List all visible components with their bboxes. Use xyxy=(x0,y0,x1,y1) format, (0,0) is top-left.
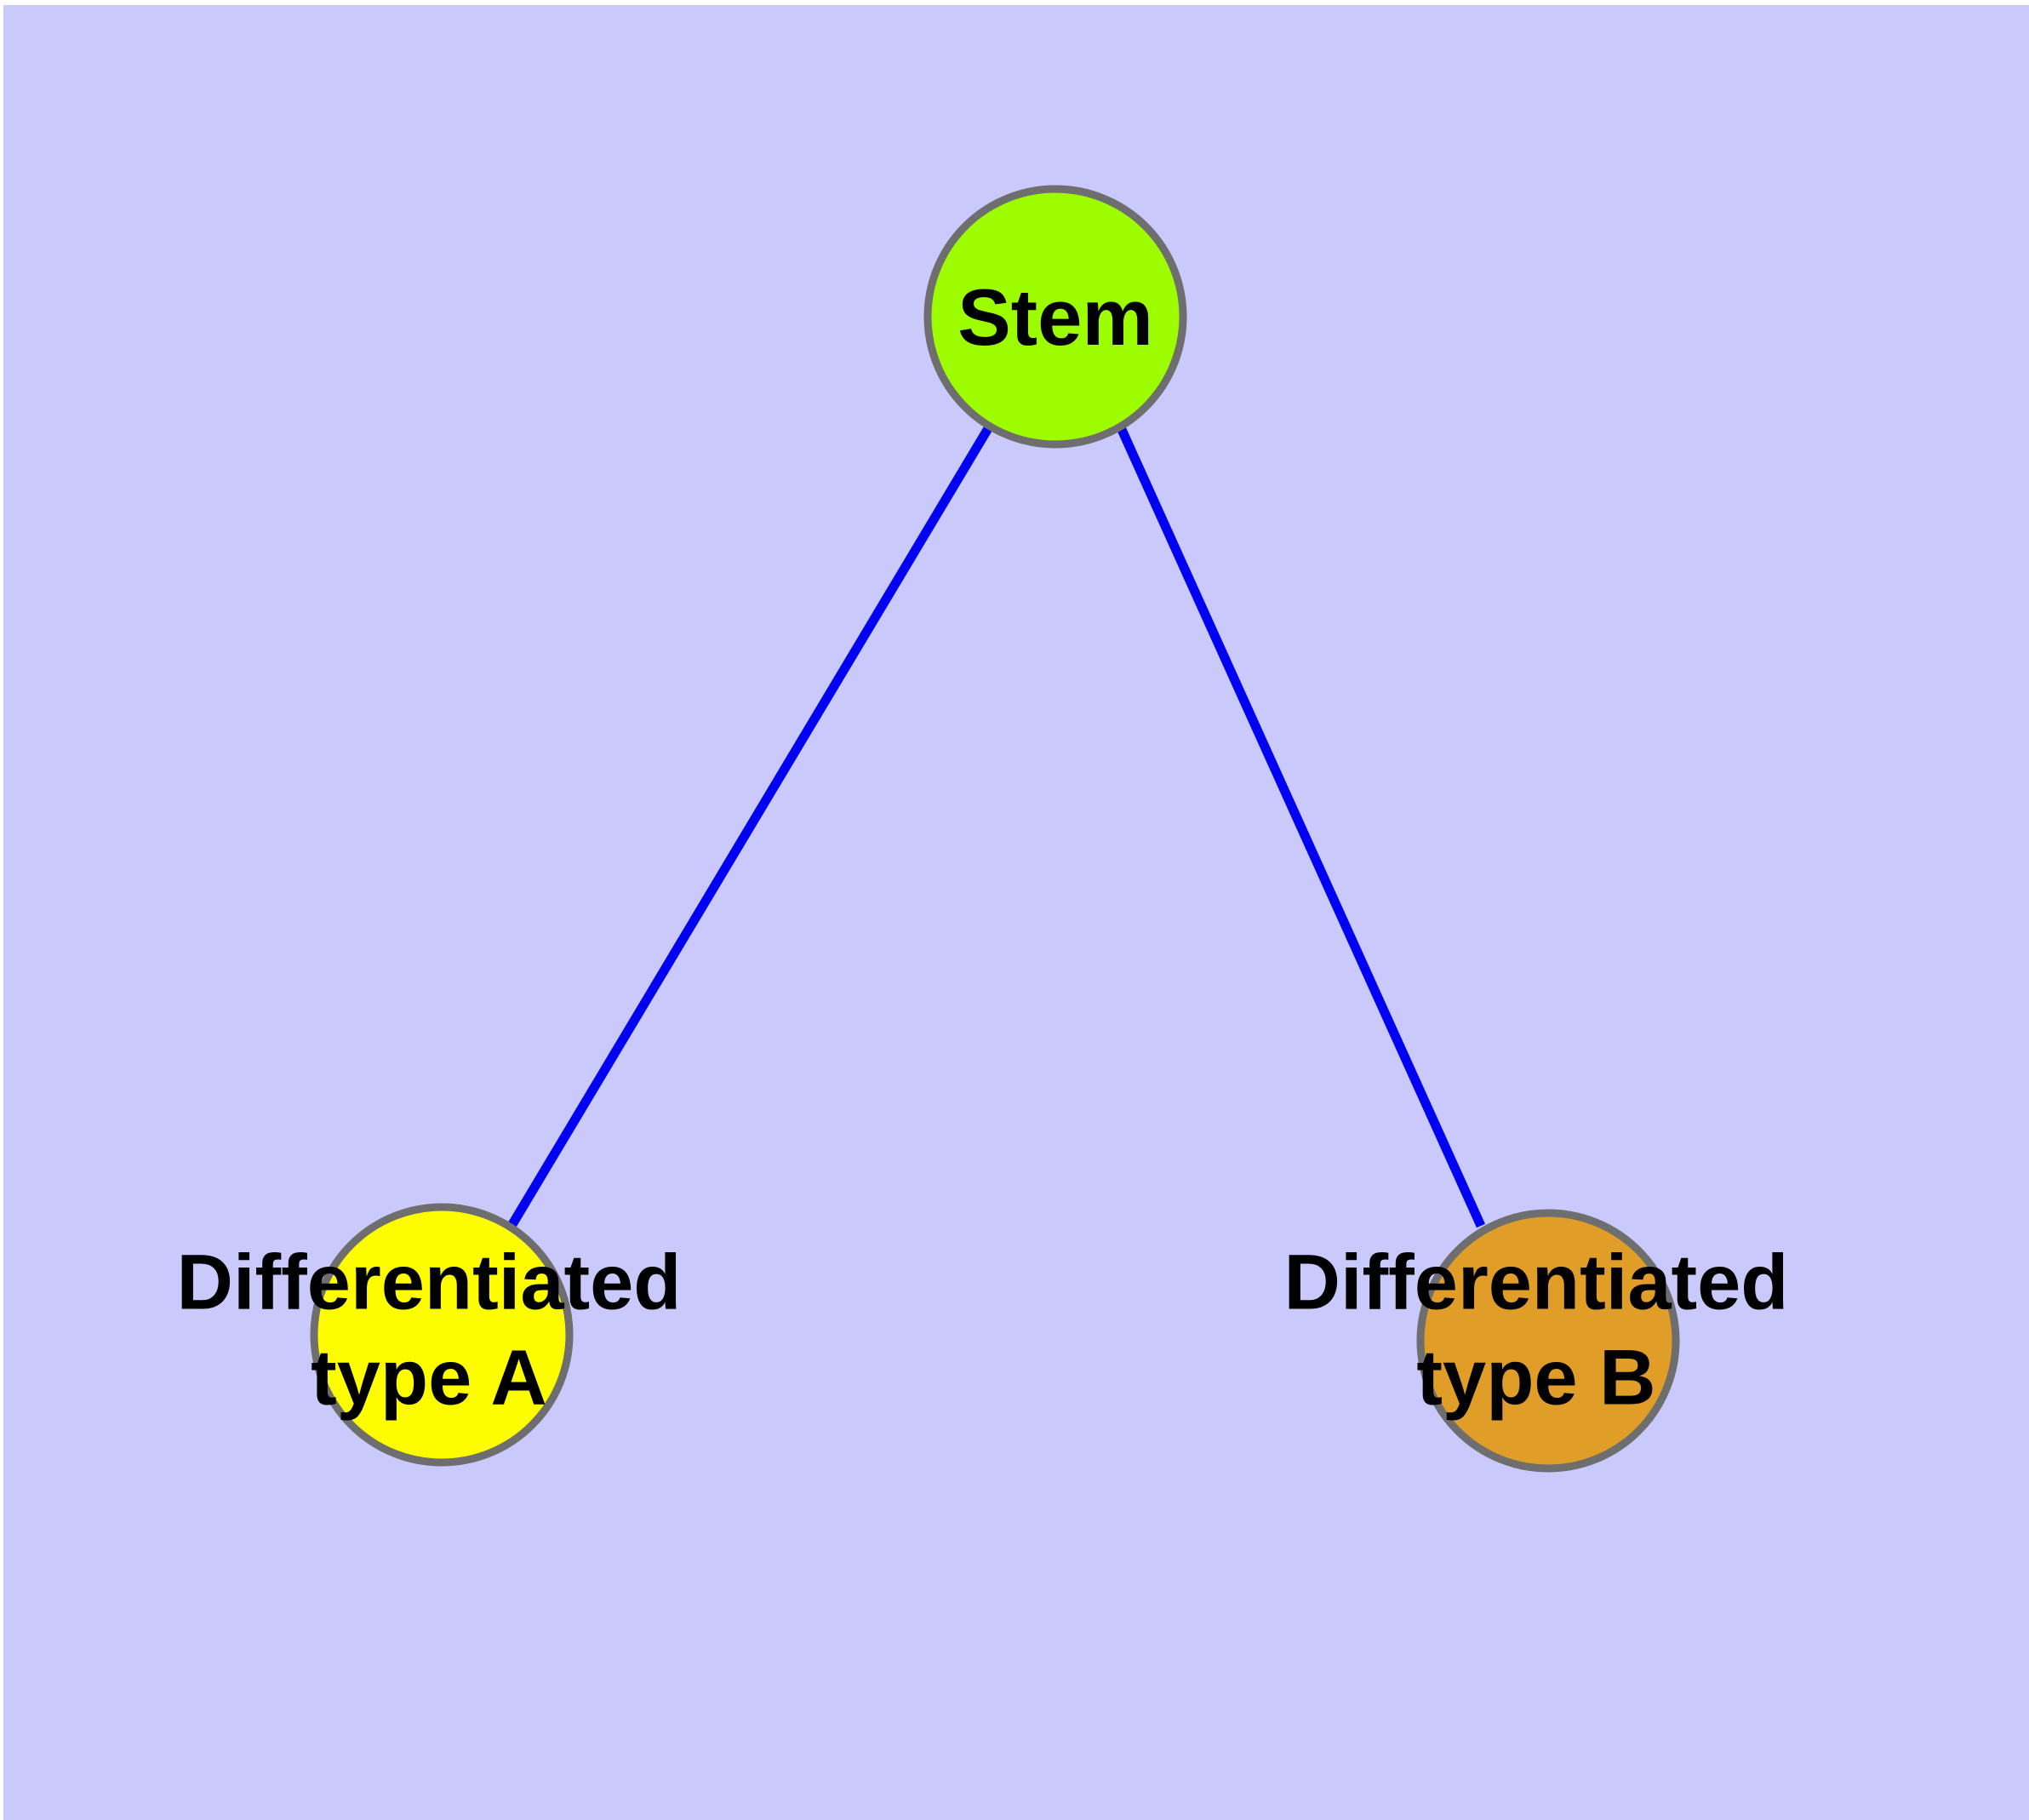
node-stem-circle[interactable] xyxy=(923,185,1187,449)
node-differentiated-type-b[interactable] xyxy=(1416,1209,1680,1473)
nodes-group xyxy=(310,185,1680,1473)
node-differentiated-type-a[interactable] xyxy=(310,1203,574,1467)
node-stem-label: Stem xyxy=(957,272,1153,362)
node-stem[interactable] xyxy=(923,185,1187,449)
labels-group: Stem Differentiated type A Differentiate… xyxy=(177,272,1789,1421)
edge-stem-to-differentiated-type-b[interactable] xyxy=(1114,421,1486,1228)
node-differentiated-type-b-label-line2: type B xyxy=(1416,1334,1655,1421)
node-differentiated-type-a-label-line2: type A xyxy=(311,1334,547,1421)
node-differentiated-type-a-label-line1: Differentiated xyxy=(177,1239,682,1325)
node-differentiated-type-b-label-line1: Differentiated xyxy=(1284,1239,1789,1325)
node-differentiated-type-a-circle[interactable] xyxy=(310,1203,574,1467)
node-differentiated-type-b-circle[interactable] xyxy=(1416,1209,1680,1473)
edge-stem-to-differentiated-type-a[interactable] xyxy=(507,423,994,1228)
edges-group xyxy=(507,421,1486,1228)
